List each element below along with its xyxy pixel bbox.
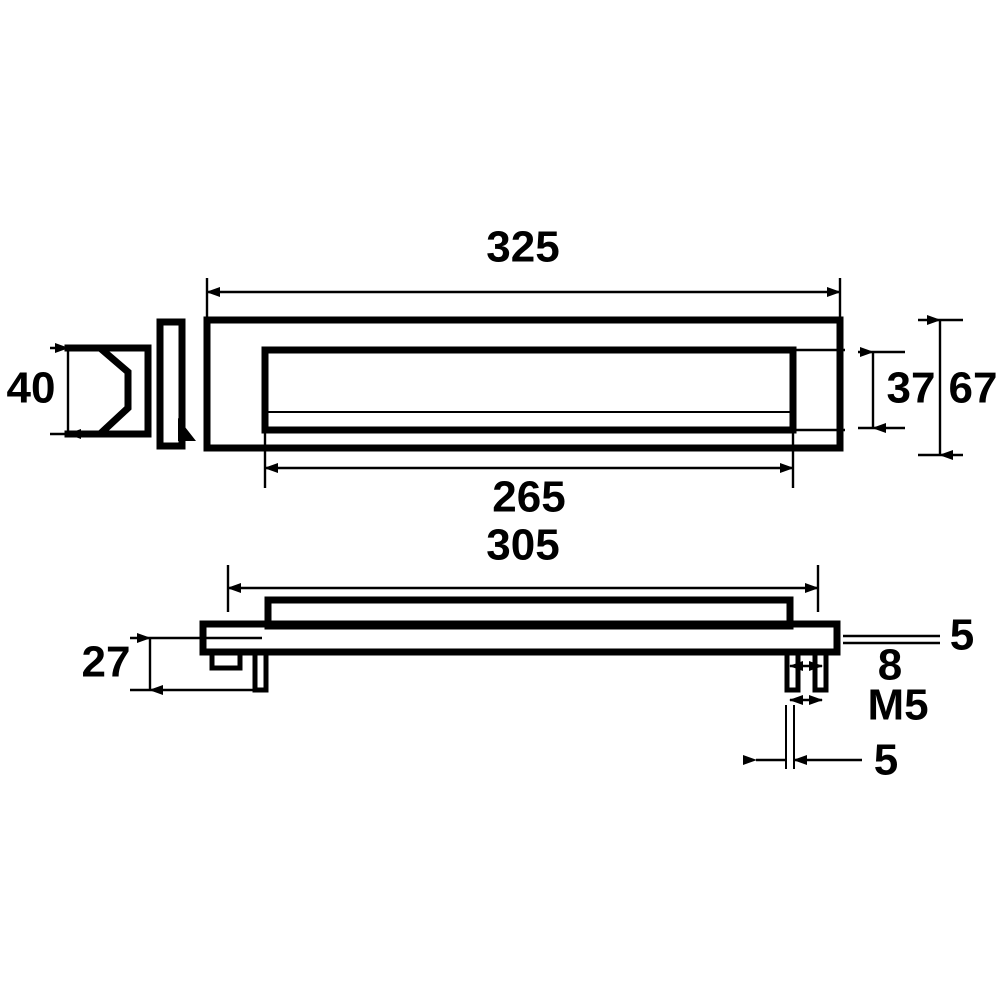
section-view-right-stud: [784, 649, 801, 693]
dimension-40-label: 40: [7, 364, 56, 413]
dimension-37-label: 37: [887, 364, 936, 413]
front-view-flange-tab: [178, 418, 196, 441]
dimension-67-label: 67: [949, 364, 998, 413]
dimension-67: 67: [918, 315, 998, 460]
dimension-27-label-value: 27: [82, 638, 131, 687]
section-view-left-tab: [209, 649, 243, 671]
dimension-m5: M5: [789, 681, 929, 730]
dimension-5-top: 5: [843, 611, 974, 660]
dimension-40: 40: [7, 343, 100, 439]
dimension-305: 305: [226, 521, 820, 612]
section-view-threaded-stud: [812, 649, 829, 693]
dimension-265-label: 265: [492, 473, 565, 522]
dimension-305-label: 305: [486, 521, 559, 570]
dimension-5-bottom: 5: [743, 736, 898, 785]
dimension-8-label: 8: [878, 641, 902, 690]
front-view-slot-aperture: [261, 346, 797, 434]
front-view-outer-frame: [203, 316, 844, 452]
dimension-m5-label: M5: [867, 681, 928, 730]
dimension-27: 27: [82, 633, 262, 695]
front-view-group: [64, 316, 845, 452]
dimension-265: 265: [263, 432, 795, 522]
dimension-5-top-label: 5: [950, 611, 974, 660]
dimension-5-bottom-label: 5: [874, 736, 898, 785]
front-view-flange-plate: [156, 318, 186, 450]
dimension-325-label: 325: [486, 223, 559, 272]
dimension-8: 8: [789, 641, 902, 690]
front-view-nose-body: [96, 344, 152, 438]
dimension-325: 325: [205, 223, 842, 322]
